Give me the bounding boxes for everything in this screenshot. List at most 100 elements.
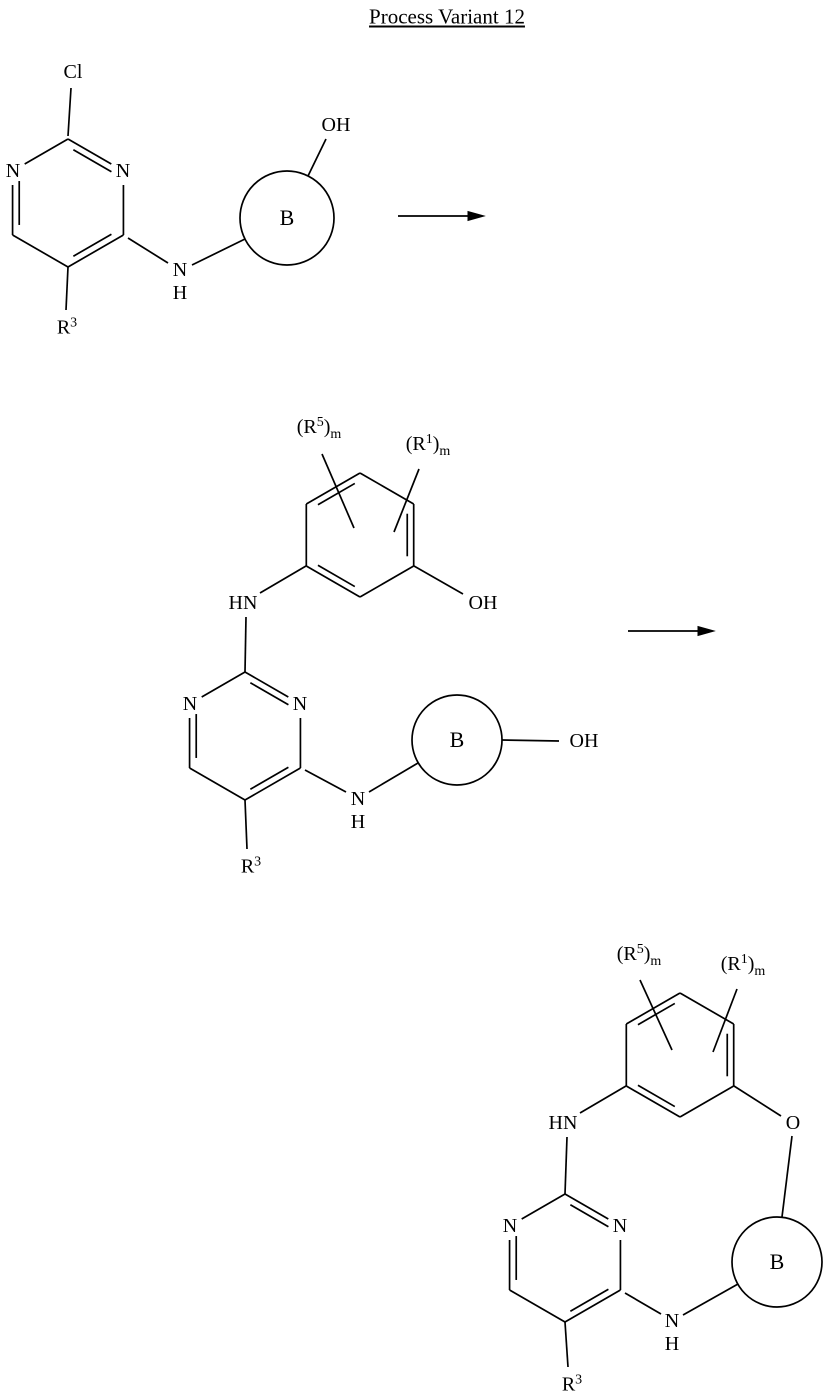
s3-nh-h-label: H — [663, 1333, 681, 1355]
bond-line — [413, 565, 464, 595]
bond-line — [733, 1085, 782, 1117]
s2-ring-n-right-label: N — [291, 693, 309, 715]
s1-cl-label: Cl — [62, 61, 84, 83]
s2-r3-label: R3 — [239, 854, 263, 878]
pyrimidine-ring-1-bond — [12, 234, 69, 268]
s2-r5m-close: ) — [323, 416, 331, 438]
bond-line — [368, 762, 419, 793]
bond-line — [712, 988, 738, 1053]
s2-r1m-open: (R — [405, 433, 426, 455]
s1-r3-base: R — [56, 316, 71, 339]
s2-nh-h-label: H — [349, 811, 367, 833]
s1-sphere-b-label: B — [279, 205, 295, 230]
bond-line — [244, 799, 248, 850]
bond-line — [564, 1321, 569, 1368]
benzene-ring-2-bond — [305, 565, 361, 598]
pyrimidine-ring-2-bond — [244, 671, 289, 698]
pyrimidine-ring-2-double-bond — [249, 766, 289, 790]
benzene-ring-2-bond — [305, 472, 361, 505]
s3-r5m-label: (R5)m — [615, 942, 663, 969]
bond-line — [259, 565, 307, 594]
s3-nh-n-label: N — [663, 1310, 681, 1332]
s2-nh-n-label: N — [349, 788, 367, 810]
bond-line — [321, 453, 355, 529]
pyrimidine-ring-3-bond — [564, 1289, 621, 1323]
pyrimidine-ring-3-bond — [564, 1193, 609, 1220]
benzene-ring-2-double-bond — [317, 482, 356, 506]
bond-line — [307, 138, 327, 177]
benzene-ring-2-bond — [359, 472, 415, 505]
bond-line — [564, 1136, 568, 1195]
bond-line — [501, 739, 560, 742]
s1-oh-label: OH — [320, 114, 352, 136]
s2-r5m-sup: 5 — [316, 415, 324, 430]
s3-ring-n-right-label: N — [611, 1215, 629, 1237]
pyrimidine-ring-2-bond — [201, 671, 246, 698]
b-sphere-circle-2 — [411, 694, 503, 786]
s1-r3-sup: 3 — [70, 315, 78, 331]
benzene-ring-3-double-bond — [637, 1084, 676, 1108]
bond-line — [639, 979, 673, 1051]
bond-line — [781, 1135, 793, 1218]
pyrimidine-ring-2-double-bond — [249, 682, 289, 706]
s1-ring-n-left-label: N — [4, 160, 22, 182]
s3-r3-base: R — [561, 1373, 576, 1396]
s2-b-oh-label: OH — [568, 730, 600, 752]
s2-hn-label: HN — [227, 592, 259, 614]
s3-r1m-sub: m — [754, 964, 766, 979]
s3-r1m-sup: 1 — [740, 952, 748, 967]
pyrimidine-ring-1-bond — [67, 234, 124, 268]
s3-hn-label: HN — [547, 1112, 579, 1134]
s2-r3-sup: 3 — [254, 854, 262, 870]
s3-sphere-b-label: B — [769, 1249, 785, 1274]
pyrimidine-ring-3-bond — [521, 1193, 566, 1220]
pyrimidine-ring-1-bond — [24, 138, 69, 165]
pyrimidine-ring-3-double-bond — [569, 1288, 609, 1312]
pyrimidine-ring-3-bond — [509, 1289, 566, 1323]
s2-r1m-label: (R1)m — [404, 432, 452, 459]
s2-ring-n-left-label: N — [181, 693, 199, 715]
pyrimidine-ring-1-double-bond — [72, 149, 112, 173]
bond-line — [624, 1292, 662, 1315]
s2-phenol-oh-label: OH — [467, 592, 499, 614]
s2-r5m-label: (R5)m — [295, 415, 343, 442]
s3-r3-sup: 3 — [575, 1372, 583, 1388]
s1-nh-n-label: N — [171, 259, 189, 281]
pyrimidine-ring-1-bond — [67, 138, 112, 165]
s2-r5m-open: (R — [296, 416, 317, 438]
bond-line — [244, 616, 247, 673]
scheme-title: Process Variant 12 — [369, 4, 525, 29]
pyrimidine-ring-2-bond — [189, 767, 246, 801]
bond-line — [65, 266, 69, 311]
bond-line — [304, 769, 347, 793]
b-sphere-circle-1 — [239, 170, 335, 266]
s3-r1m-open: (R — [720, 953, 741, 975]
s3-o-label: O — [784, 1112, 802, 1134]
s2-r1m-sub: m — [439, 444, 451, 459]
benzene-ring-3-bond — [679, 1085, 735, 1118]
bond-line — [191, 238, 246, 266]
pyrimidine-ring-2-bond — [244, 767, 301, 801]
s1-r3-label: R3 — [55, 315, 79, 339]
bond-line — [393, 468, 420, 533]
s3-r5m-sup: 5 — [636, 942, 644, 957]
s3-r1m-label: (R1)m — [719, 952, 767, 979]
s3-r3-label: R3 — [560, 1372, 584, 1396]
bond-line — [579, 1085, 627, 1114]
benzene-ring-3-bond — [625, 1085, 681, 1118]
benzene-ring-2-double-bond — [317, 564, 356, 588]
s1-ring-n-right-label: N — [114, 160, 132, 182]
s2-r3-base: R — [240, 855, 255, 878]
s3-r5m-close: ) — [643, 943, 651, 965]
pyrimidine-ring-1-double-bond — [72, 233, 112, 257]
s2-r1m-sup: 1 — [425, 432, 433, 447]
s1-nh-h-label: H — [171, 282, 189, 304]
s2-r1m-close: ) — [432, 433, 440, 455]
benzene-ring-2-bond — [359, 565, 415, 598]
bond-line — [67, 87, 72, 137]
s2-r5m-sub: m — [330, 427, 342, 442]
bond-line — [127, 237, 169, 264]
s3-r5m-sub: m — [650, 954, 662, 969]
